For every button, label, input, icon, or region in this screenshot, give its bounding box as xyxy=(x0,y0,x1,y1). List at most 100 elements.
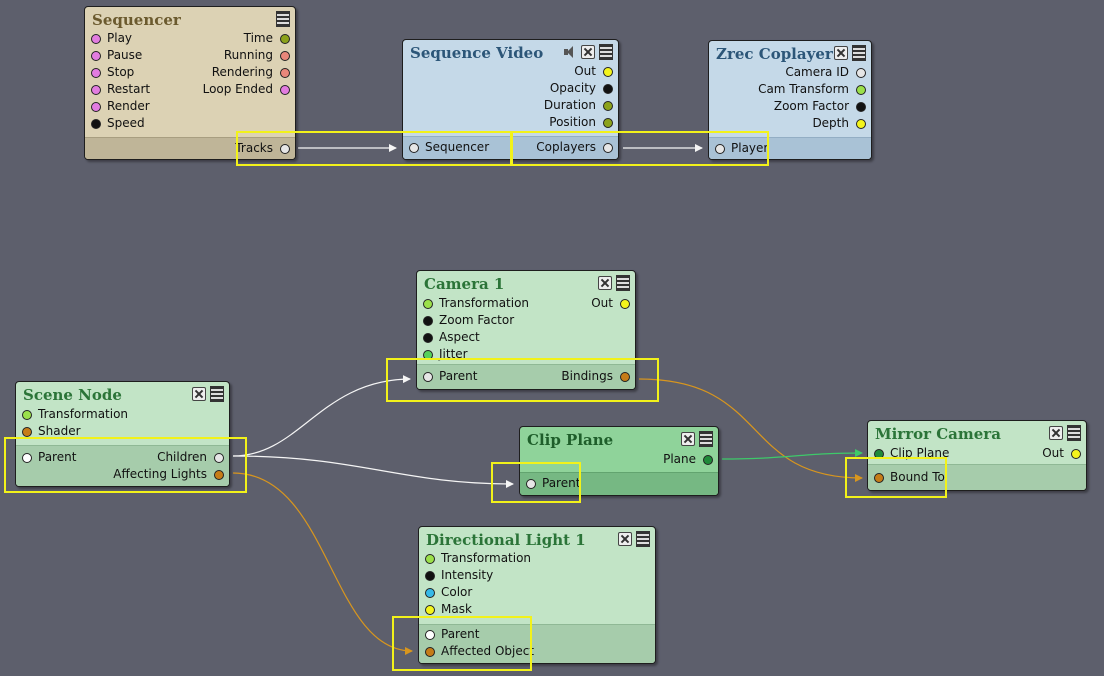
pin-icon[interactable] xyxy=(280,85,290,95)
output-opacity[interactable]: Opacity xyxy=(550,80,618,97)
input-player[interactable]: Player xyxy=(709,140,768,157)
output-running[interactable]: Running xyxy=(224,47,295,64)
output-time[interactable]: Time xyxy=(244,30,295,47)
pin-icon[interactable] xyxy=(22,427,32,437)
node-clip-plane[interactable]: Clip Plane Plane Parent xyxy=(519,426,719,496)
pin-icon[interactable] xyxy=(620,372,630,382)
wire-children-to-clipplane-parent[interactable] xyxy=(232,455,514,488)
node-camera-1[interactable]: Camera 1 Transformation Zoom Factor Aspe… xyxy=(416,270,636,390)
node-sequencer[interactable]: Sequencer Play Pause Stop Restart Render… xyxy=(84,6,296,160)
wire-children-to-camera-parent[interactable] xyxy=(232,375,411,457)
menu-icon[interactable] xyxy=(276,11,290,27)
pin-icon[interactable] xyxy=(22,410,32,420)
output-cam-transform[interactable]: Cam Transform xyxy=(758,81,871,98)
output-rendering[interactable]: Rendering xyxy=(212,64,295,81)
wire-plane-to-clipplane[interactable] xyxy=(721,449,863,460)
close-icon[interactable] xyxy=(834,46,848,60)
pin-icon[interactable] xyxy=(425,630,435,640)
output-duration[interactable]: Duration xyxy=(544,97,618,114)
input-intensity[interactable]: Intensity xyxy=(419,567,493,584)
pin-icon[interactable] xyxy=(423,350,433,360)
pin-icon[interactable] xyxy=(856,85,866,95)
menu-icon[interactable] xyxy=(636,531,650,547)
pin-icon[interactable] xyxy=(425,605,435,615)
input-jitter[interactable]: Jitter xyxy=(417,346,468,363)
pin-icon[interactable] xyxy=(715,144,725,154)
input-render[interactable]: Render xyxy=(85,98,150,115)
pin-icon[interactable] xyxy=(280,68,290,78)
input-bound-to[interactable]: Bound To xyxy=(868,469,945,486)
pin-icon[interactable] xyxy=(214,470,224,480)
close-icon[interactable] xyxy=(192,387,206,401)
pin-icon[interactable] xyxy=(425,571,435,581)
input-aspect[interactable]: Aspect xyxy=(417,329,480,346)
input-clip-plane[interactable]: Clip Plane xyxy=(868,445,949,462)
output-out[interactable]: Out xyxy=(1042,445,1086,462)
pin-icon[interactable] xyxy=(91,102,101,112)
input-restart[interactable]: Restart xyxy=(85,81,150,98)
pin-icon[interactable] xyxy=(425,647,435,657)
close-icon[interactable] xyxy=(681,432,695,446)
speaker-icon[interactable] xyxy=(564,46,577,58)
pin-icon[interactable] xyxy=(423,299,433,309)
menu-icon[interactable] xyxy=(1067,425,1081,441)
pin-icon[interactable] xyxy=(91,68,101,78)
input-transformation[interactable]: Transformation xyxy=(16,406,128,423)
pin-icon[interactable] xyxy=(423,372,433,382)
pin-icon[interactable] xyxy=(603,67,613,77)
pin-icon[interactable] xyxy=(280,34,290,44)
pin-icon[interactable] xyxy=(425,554,435,564)
pin-icon[interactable] xyxy=(91,51,101,61)
output-out[interactable]: Out xyxy=(591,295,635,312)
input-speed[interactable]: Speed xyxy=(85,115,145,132)
pin-icon[interactable] xyxy=(423,333,433,343)
output-affecting-lights[interactable]: Affecting Lights xyxy=(113,466,229,483)
input-pause[interactable]: Pause xyxy=(85,47,142,64)
node-scene-node[interactable]: Scene Node Transformation Shader Parent … xyxy=(15,381,230,487)
pin-icon[interactable] xyxy=(874,449,884,459)
input-sequencer[interactable]: Sequencer xyxy=(403,139,489,156)
pin-icon[interactable] xyxy=(423,316,433,326)
output-plane[interactable]: Plane xyxy=(663,451,718,468)
pin-icon[interactable] xyxy=(91,34,101,44)
input-shader[interactable]: Shader xyxy=(16,423,81,440)
input-zoom-factor[interactable]: Zoom Factor xyxy=(417,312,514,329)
pin-icon[interactable] xyxy=(856,68,866,78)
pin-icon[interactable] xyxy=(620,299,630,309)
input-transformation[interactable]: Transformation xyxy=(417,295,529,312)
output-out[interactable]: Out xyxy=(574,63,618,80)
pin-icon[interactable] xyxy=(603,143,613,153)
output-children[interactable]: Children xyxy=(157,449,229,466)
wire-affectinglights-to-affectedobject[interactable] xyxy=(232,472,413,655)
pin-icon[interactable] xyxy=(91,85,101,95)
output-zoom-factor[interactable]: Zoom Factor xyxy=(774,98,871,115)
pin-icon[interactable] xyxy=(425,588,435,598)
node-directional-light-1[interactable]: Directional Light 1 Transformation Inten… xyxy=(418,526,656,664)
output-coplayers[interactable]: Coplayers xyxy=(536,139,618,156)
pin-icon[interactable] xyxy=(526,479,536,489)
pin-icon[interactable] xyxy=(91,119,101,129)
input-parent[interactable]: Parent xyxy=(417,368,477,385)
menu-icon[interactable] xyxy=(599,44,613,60)
pin-icon[interactable] xyxy=(603,101,613,111)
input-affected-object[interactable]: Affected Object xyxy=(419,643,534,660)
pin-icon[interactable] xyxy=(1071,449,1081,459)
output-position[interactable]: Position xyxy=(549,114,618,131)
input-stop[interactable]: Stop xyxy=(85,64,134,81)
pin-icon[interactable] xyxy=(603,118,613,128)
pin-icon[interactable] xyxy=(214,453,224,463)
pin-icon[interactable] xyxy=(603,84,613,94)
close-icon[interactable] xyxy=(1049,426,1063,440)
menu-icon[interactable] xyxy=(852,45,866,61)
pin-icon[interactable] xyxy=(22,453,32,463)
input-parent[interactable]: Parent xyxy=(16,449,76,466)
node-zrec-coplayer[interactable]: Zrec Coplayer Camera ID Cam Transform Zo… xyxy=(708,40,872,160)
menu-icon[interactable] xyxy=(616,275,630,291)
pin-icon[interactable] xyxy=(703,455,713,465)
close-icon[interactable] xyxy=(618,532,632,546)
output-depth[interactable]: Depth xyxy=(812,115,871,132)
pin-icon[interactable] xyxy=(280,144,290,154)
menu-icon[interactable] xyxy=(210,386,224,402)
close-icon[interactable] xyxy=(581,45,595,59)
node-sequence-video[interactable]: Sequence Video Out Opacity Duration Posi… xyxy=(402,39,619,160)
